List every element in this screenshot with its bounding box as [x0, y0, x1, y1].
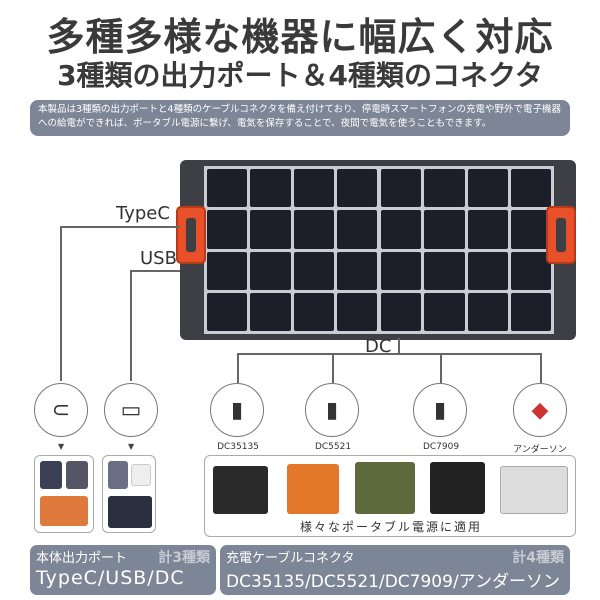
solar-cell: [336, 251, 377, 290]
output-ports-count: 計3種類: [158, 550, 210, 566]
connectors-value: DC35135/DC5521/DC7909/アンダーソン: [226, 572, 560, 592]
solar-cell: [467, 292, 508, 331]
dc-label: DC: [365, 336, 392, 357]
connector-label: DC7909: [422, 442, 460, 452]
solar-cell: [510, 251, 551, 290]
solar-cell: [424, 251, 465, 290]
typec-line-v: [60, 226, 62, 381]
solar-cell: [510, 210, 551, 249]
usb-line-v: [130, 270, 132, 381]
solar-cell: [336, 169, 377, 208]
solar-cell: [381, 169, 422, 208]
connectors-count: 計4種類: [512, 550, 564, 566]
solar-cell: [207, 210, 248, 249]
solar-panel-left: [204, 166, 380, 334]
solar-cell: [381, 210, 422, 249]
typec-line: [60, 226, 180, 228]
solar-cell: [207, 251, 248, 290]
arrow-down-icon: ▼: [128, 442, 135, 451]
solar-cell: [250, 292, 291, 331]
connector-label: アンダーソン: [513, 445, 567, 455]
dc-line-h: [237, 353, 541, 355]
typec-label: TypeC: [116, 203, 170, 224]
solar-cell: [381, 292, 422, 331]
solar-cell: [336, 292, 377, 331]
description-box: 本製品は3種類の出力ポートと4種類のケーブルコネクタを備え付けており、停電時スマ…: [30, 100, 570, 136]
dc-line: [398, 338, 400, 354]
solar-cell: [467, 210, 508, 249]
portable-power-stations-image: 様々なポータブル電源に適用: [204, 455, 576, 537]
arrow-down-icon: ▼: [58, 442, 65, 451]
solar-cell: [424, 292, 465, 331]
page-subtitle: 3種類の出力ポート＆4種類のコネクタ: [57, 59, 543, 92]
solar-cell: [510, 292, 551, 331]
typec-cable-icon: ⊂: [34, 383, 88, 437]
solar-cell: [424, 210, 465, 249]
solar-cell: [424, 169, 465, 208]
dc-branch: [440, 353, 442, 383]
connector-label: DC5521: [314, 442, 352, 452]
solar-cell: [293, 251, 334, 290]
solar-cell: [293, 169, 334, 208]
solar-cell: [293, 292, 334, 331]
dc-branch: [332, 353, 334, 383]
dc-branch: [237, 353, 239, 383]
solar-cell: [510, 169, 551, 208]
dc-branch: [540, 353, 542, 383]
connectors-summary: 充電ケーブルコネクタ 計4種類 DC35135/DC5521/DC7909/アン…: [220, 545, 570, 595]
anderson-plug-icon: ◆: [513, 383, 567, 437]
usb-cable-icon: ▭: [104, 383, 158, 437]
tablet-earbuds-image: [102, 455, 156, 533]
solar-cell: [336, 210, 377, 249]
dc35135-plug-icon: ▮: [210, 383, 264, 437]
handle-left: [176, 206, 206, 264]
solar-panel-right: [378, 166, 554, 334]
solar-cell: [381, 251, 422, 290]
solar-panel: [176, 160, 576, 340]
phone-laptop-image: [34, 455, 94, 533]
usb-line: [130, 270, 180, 272]
connector-label: DC35135: [217, 442, 259, 452]
dc5521-plug-icon: ▮: [305, 383, 359, 437]
output-ports-title: 本体出力ポート: [36, 551, 128, 566]
solar-cell: [250, 210, 291, 249]
devices-caption: 様々なポータブル電源に適用: [299, 520, 482, 534]
dc7909-plug-icon: ▮: [413, 383, 467, 437]
output-ports-summary: 本体出力ポート 計3種類 TypeC/USB/DC: [30, 545, 216, 595]
solar-cell: [467, 169, 508, 208]
solar-cell: [467, 251, 508, 290]
usb-label: USB: [140, 248, 177, 269]
solar-cell: [207, 292, 248, 331]
connectors-title: 充電ケーブルコネクタ: [226, 551, 355, 566]
solar-cell: [293, 210, 334, 249]
solar-cell: [250, 251, 291, 290]
page-title: 多種多様な機器に幅広く対応: [46, 15, 554, 59]
handle-right: [546, 206, 576, 264]
output-ports-value: TypeC/USB/DC: [36, 567, 185, 589]
solar-cell: [207, 169, 248, 208]
solar-cell: [250, 169, 291, 208]
